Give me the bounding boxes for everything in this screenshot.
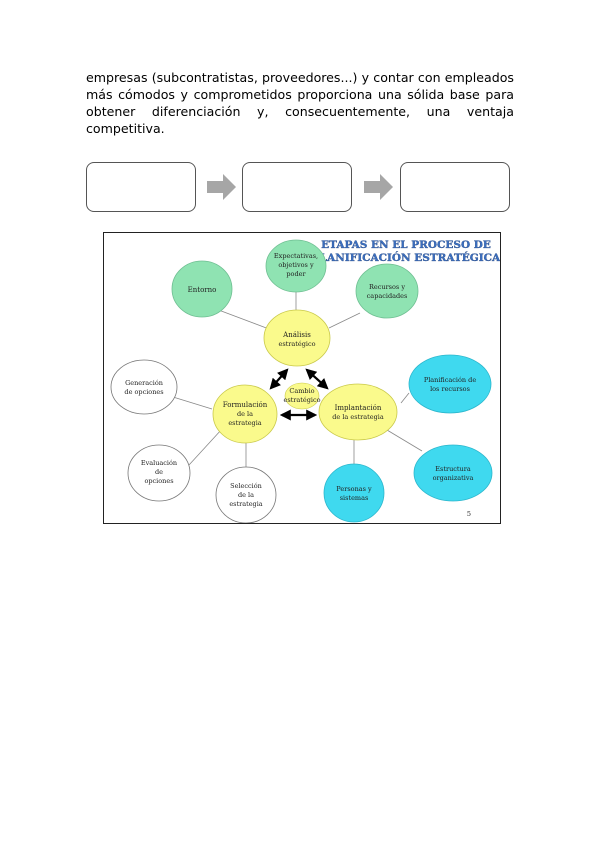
paragraph-line-2: más cómodos y comprometidos proporciona … bbox=[86, 87, 514, 102]
double-arrow-icons bbox=[269, 368, 329, 421]
node-estructura: Estructura organizativa bbox=[413, 444, 493, 502]
flow-box-3 bbox=[400, 162, 510, 212]
right-arrow-icon bbox=[364, 174, 393, 200]
node-seleccion-line-3: estrategia bbox=[229, 500, 262, 508]
node-recursos-line-1: Recursos y bbox=[369, 283, 405, 291]
page-number: 5 bbox=[467, 510, 471, 518]
center-line-2: estratégico bbox=[283, 396, 320, 404]
node-personas-line-1: Personas y bbox=[336, 485, 372, 493]
flow-box-1 bbox=[86, 162, 196, 212]
node-evaluacion-line-1: Evaluación bbox=[141, 459, 177, 467]
node-expectativas: Expectativas, objetivos y poder bbox=[265, 239, 327, 293]
paragraph-line-1: empresas (subcontratistas, proveedores..… bbox=[86, 70, 514, 85]
node-recursos-line-2: capacidades bbox=[367, 292, 408, 300]
node-implantacion-line-1: Implantación bbox=[335, 404, 382, 412]
node-analisis-line-1: Análisis bbox=[282, 331, 311, 339]
node-analisis: Análisis estratégico bbox=[263, 309, 331, 367]
node-expectativas-line-3: poder bbox=[286, 270, 306, 278]
node-formulacion-line-2: de la bbox=[237, 410, 253, 418]
node-expectativas-line-1: Expectativas, bbox=[274, 252, 318, 260]
diagram-title-line-2: PLANIFICACIÓN ESTRATÉGICA bbox=[312, 250, 500, 264]
flow-box-2 bbox=[242, 162, 352, 212]
body-paragraph: empresas (subcontratistas, proveedores..… bbox=[86, 69, 514, 137]
node-seleccion: Selección de la estrategia bbox=[215, 466, 277, 523]
node-generacion: Generación de opciones bbox=[110, 359, 178, 415]
node-evaluacion-line-2: de bbox=[155, 468, 163, 476]
node-evaluacion-line-3: opciones bbox=[144, 477, 173, 485]
node-implantacion: Implantación de la estrategia bbox=[318, 383, 398, 441]
center-line-1: Cambio bbox=[289, 387, 314, 395]
paragraph-line-4: competitiva. bbox=[86, 121, 165, 136]
node-planificacion-line-1: Planificación de bbox=[424, 376, 476, 384]
node-seleccion-line-2: de la bbox=[238, 491, 254, 499]
diagram-title-line-1: ETAPAS EN EL PROCESO DE bbox=[321, 239, 491, 251]
connector-lines bbox=[172, 285, 423, 467]
strategic-planning-diagram: ETAPAS EN EL PROCESO DE PLANIFICACIÓN ES… bbox=[103, 232, 501, 524]
right-arrow-icon bbox=[207, 174, 236, 200]
node-estructura-line-2: organizativa bbox=[433, 474, 474, 482]
node-personas-line-2: sistemas bbox=[340, 494, 369, 502]
node-estructura-line-1: Estructura bbox=[435, 465, 471, 473]
node-generacion-line-2: de opciones bbox=[124, 388, 163, 396]
node-analisis-line-2: estratégico bbox=[278, 340, 315, 348]
node-generacion-line-1: Generación bbox=[125, 379, 163, 387]
node-formulacion-line-3: estrategia bbox=[228, 419, 261, 427]
node-expectativas-line-2: objetivos y bbox=[278, 261, 314, 269]
node-formulacion: Formulación de la estrategia bbox=[212, 384, 278, 444]
node-seleccion-line-1: Selección bbox=[230, 482, 262, 490]
node-evaluacion: Evaluación de opciones bbox=[127, 444, 191, 502]
node-planificacion-recursos: Planificación de los recursos bbox=[408, 354, 492, 414]
node-entorno-label: Entorno bbox=[188, 286, 217, 294]
node-entorno: Entorno bbox=[171, 260, 233, 318]
node-planificacion-line-2: los recursos bbox=[430, 385, 470, 393]
node-personas: Personas y sistemas bbox=[323, 463, 385, 523]
node-recursos: Recursos y capacidades bbox=[355, 263, 419, 319]
node-formulacion-line-1: Formulación bbox=[223, 401, 268, 409]
node-cambio-estrategico: Cambio estratégico bbox=[283, 382, 321, 410]
node-implantacion-line-2: de la estrategia bbox=[332, 413, 384, 421]
paragraph-line-3: obtener diferenciación y, consecuentemen… bbox=[86, 104, 514, 119]
